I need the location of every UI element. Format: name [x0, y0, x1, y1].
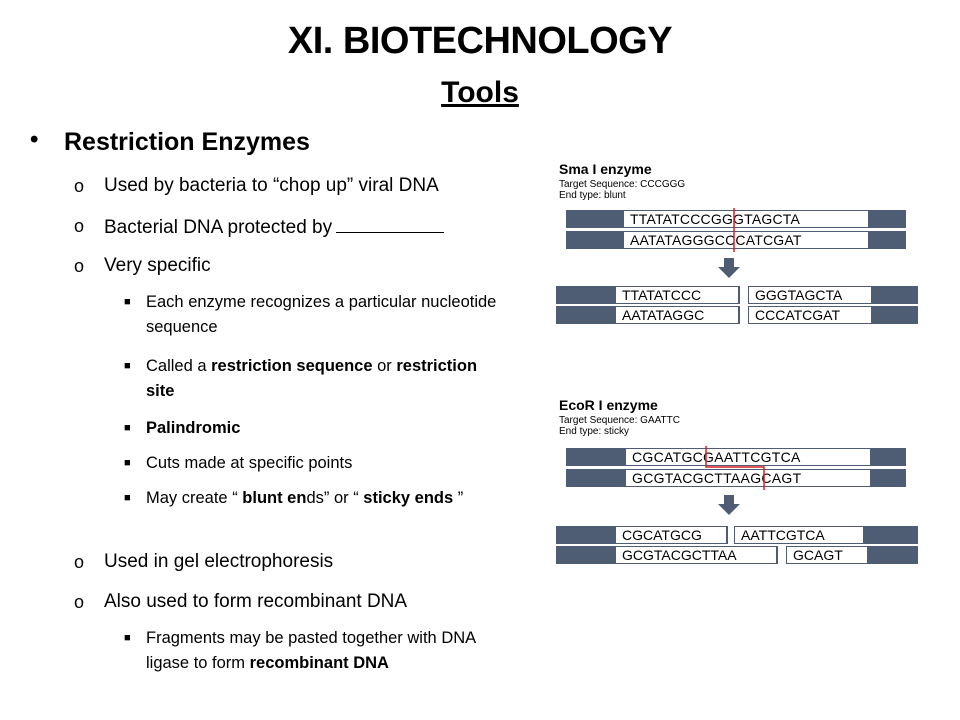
outline-item-1: o Used by bacteria to “chop up” viral DN… [74, 174, 439, 198]
eco-bottom-sequence: GCGTACGCTTAAGCAGT [632, 470, 802, 486]
sma-top-sequence: TTATATCCCGGGTAGCTA [630, 211, 800, 227]
eco-frag-bottom-right-box [787, 547, 867, 563]
outline-subitem: ■ Palindromic [124, 416, 506, 441]
slide-title: XI. BIOTECHNOLOGY [287, 20, 673, 62]
subitem-bold: restriction site [146, 357, 478, 400]
eco-top-strand-box [626, 449, 870, 465]
sma-end-type: End type: blunt [559, 190, 626, 201]
sma-target: Target Sequence: CCCGGG [559, 179, 685, 190]
slide-subtitle: Tools [441, 76, 519, 109]
arrow-down-icon [718, 267, 740, 278]
square-marker: ■ [124, 422, 131, 434]
square-marker: ■ [124, 360, 131, 372]
sma-frag-bottom-left: AATATAGGC [622, 307, 704, 323]
arrow-shaft [724, 258, 734, 268]
eco-frag-bottom-left: GCGTACGCTTAA [622, 547, 737, 563]
outline-subitem: ■ Cuts made at specific points [124, 451, 506, 476]
eco-frag-bottom-left-box [616, 547, 776, 563]
square-marker: ■ [124, 457, 131, 469]
sma-frag-top-left: TTATATCCC [622, 287, 701, 303]
sma-bottom-sequence: AATATAGGGCCCATCGAT [630, 232, 802, 248]
outline-item-5: o Also used to form recombinant DNA [74, 590, 408, 614]
square-marker: ■ [124, 632, 131, 644]
sub-marker: o [74, 592, 85, 612]
eco-fragments: CGCATGCG AATTCGTCA GCGTACGCTTAA GCAGT [556, 526, 918, 564]
eco-end-type: End type: sticky [559, 426, 629, 437]
item-text: Also used to form recombinant DNA [104, 591, 408, 612]
sub-marker: o [74, 176, 85, 196]
sub-marker: o [74, 216, 85, 236]
eco-frag-top-right: AATTCGTCA [741, 527, 825, 543]
sma-bottom-strand-box [624, 232, 868, 248]
subitem-bold: restriction sequence [211, 357, 373, 375]
subitem-bold: sticky ends [363, 489, 454, 507]
sub-marker: o [74, 256, 85, 276]
subitem-text: May create “ [146, 489, 243, 507]
eco-target: Target Sequence: GAATTC [559, 415, 680, 426]
eco-title: EcoR I enzyme [559, 397, 658, 413]
eco-frag-top-left: CGCATGCG [622, 527, 702, 543]
item-text: Used in gel electrophoresis [104, 551, 334, 572]
arrow-shaft [724, 495, 734, 505]
eco-frag-bottom-right: GCAGT [793, 547, 843, 563]
subitem-text: Each enzyme recognizes a particular nucl… [146, 293, 497, 336]
sma-fragments: TTATATCCC GGGTAGCTA AATATAGGC CCCATCGAT [556, 286, 918, 324]
heading-text: Restriction Enzymes [64, 128, 310, 156]
eco-frag-top-right-box [735, 527, 863, 543]
square-marker: ■ [124, 492, 131, 504]
item-text: Very specific [104, 255, 211, 276]
eco-dna-strands: CGCATGCGAATTCGTCA GCGTACGCTTAAGCAGT [566, 446, 906, 490]
outline-item-4: o Used in gel electrophoresis [74, 550, 334, 574]
arrow-down-icon [718, 504, 740, 515]
subitem-text: Fragments may be pasted together with DN… [146, 629, 476, 672]
outline-subitem: ■ Called a restriction sequence or restr… [124, 354, 506, 404]
sma-title: Sma I enzyme [559, 161, 652, 177]
subitem-text: Called a [146, 357, 212, 375]
sma-frag-bottom-right: CCCATCGAT [755, 307, 840, 323]
eco-arrow [718, 495, 740, 515]
eco-bottom-strand-box [626, 470, 870, 486]
outline-item-2: o Bacterial DNA protected by [74, 214, 445, 240]
sma-frag-top-right: GGGTAGCTA [755, 287, 843, 303]
outline-subitem: ■ Each enzyme recognizes a particular nu… [124, 290, 506, 340]
bullet-marker: • [30, 126, 39, 153]
sma-frag-bottom-left-box [616, 307, 738, 323]
item-text: Used by bacteria to “chop up” viral DNA [104, 175, 439, 196]
subitem-text: Cuts made at specific points [146, 454, 353, 472]
sub-marker: o [74, 552, 85, 572]
sma-top-strand-box [624, 211, 868, 227]
outline-item-3: o Very specific [74, 254, 211, 278]
outline-content: • Restriction Enzymes o Used by bacteria… [30, 126, 506, 676]
fill-in-blank [336, 214, 445, 233]
sma-frag-top-right-box [749, 287, 871, 303]
sma-dna-strands: TTATATCCCGGGTAGCTA AATATAGGGCCCATCGAT [566, 208, 906, 252]
eco-top-sequence: CGCATGCGAATTCGTCA [632, 449, 801, 465]
subitem-bold: blunt en [242, 489, 307, 507]
sma-frag-top-left-box [616, 287, 738, 303]
subitem-text: or [372, 357, 397, 375]
outline-heading: • Restriction Enzymes [30, 126, 310, 157]
subitem-text: ds” or “ [306, 489, 364, 507]
eco-frag-top-left-box [616, 527, 726, 543]
square-marker: ■ [124, 296, 131, 308]
subitem-bold: recombinant DNA [249, 654, 389, 672]
outline-subitem: ■ May create “ blunt ends” or “ sticky e… [124, 486, 506, 511]
sma-arrow [718, 258, 740, 278]
subitem-bold: Palindromic [146, 419, 241, 437]
item-text: Bacterial DNA protected by [104, 217, 333, 238]
sma-frag-bottom-right-box [749, 307, 871, 323]
subitem-text: ” [453, 489, 464, 507]
eco-cut-line [705, 446, 765, 490]
outline-subitem: ■ Fragments may be pasted together with … [124, 626, 506, 676]
